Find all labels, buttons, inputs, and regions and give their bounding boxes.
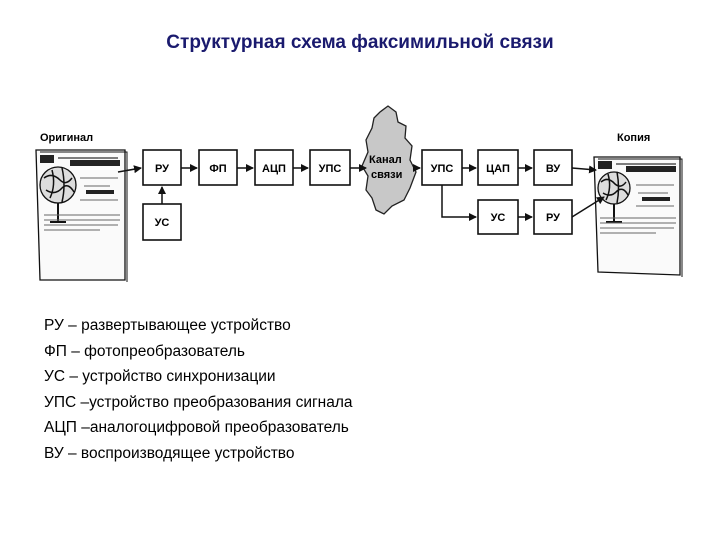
block-cap-label: ЦАП [486,163,510,175]
block-ru-tx-label: РУ [155,163,169,175]
block-vu: ВУ [533,149,573,186]
block-ru-tx: РУ [142,149,182,186]
block-fp-label: ФП [209,163,226,175]
arrow-vu-to-copy [571,165,597,174]
legend-item: АЦП –аналогоцифровой преобразователь [44,419,349,436]
block-diagram: Оригинал Копия [35,105,683,282]
arrow-original-to-ru [117,165,142,174]
block-ru-rx-label: РУ [546,212,560,224]
block-acp-label: АЦП [262,163,286,175]
block-cap: ЦАП [477,149,519,186]
legend-item: ФП – фотопреобразователь [44,342,245,360]
original-document [35,149,128,282]
arrow-ups-to-us [441,185,477,221]
copy-label: Копия [617,132,650,144]
block-us-tx-label: УС [155,217,170,229]
block-ups-rx: УПС [421,149,463,186]
block-us-rx-label: УС [491,212,506,224]
channel-label-line2: связи [371,169,402,181]
connections [117,164,605,221]
block-fp: ФП [198,149,238,186]
channel-label-line1: Канал [369,154,402,166]
copy-document [593,156,683,277]
channel-cloud: Канал связи [361,105,417,215]
legend: РУ – развертывающее устройство ФП – фото… [44,313,353,466]
original-label: Оригинал [40,132,93,144]
block-acp: АЦП [254,149,294,186]
arrow-ru-to-copy [571,196,605,218]
block-ups-tx-label: УПС [319,163,342,175]
block-vu-label: ВУ [546,163,561,175]
globe-icon [597,171,631,223]
block-us-tx: УС [142,203,182,241]
page-title: Структурная схема факсимильной связи [166,32,554,53]
legend-item: УПС –устройство преобразования сигнала [44,393,353,411]
block-ups-rx-label: УПС [431,163,454,175]
legend-item: ВУ – воспроизводящее устройство [44,444,295,462]
block-us-rx: УС [477,199,519,235]
legend-item: РУ – развертывающее устройство [44,317,291,334]
block-ups-tx: УПС [309,149,351,186]
block-ru-rx: РУ [533,199,573,235]
legend-item: УС – устройство синхронизации [44,368,276,385]
globe-icon [39,166,77,223]
